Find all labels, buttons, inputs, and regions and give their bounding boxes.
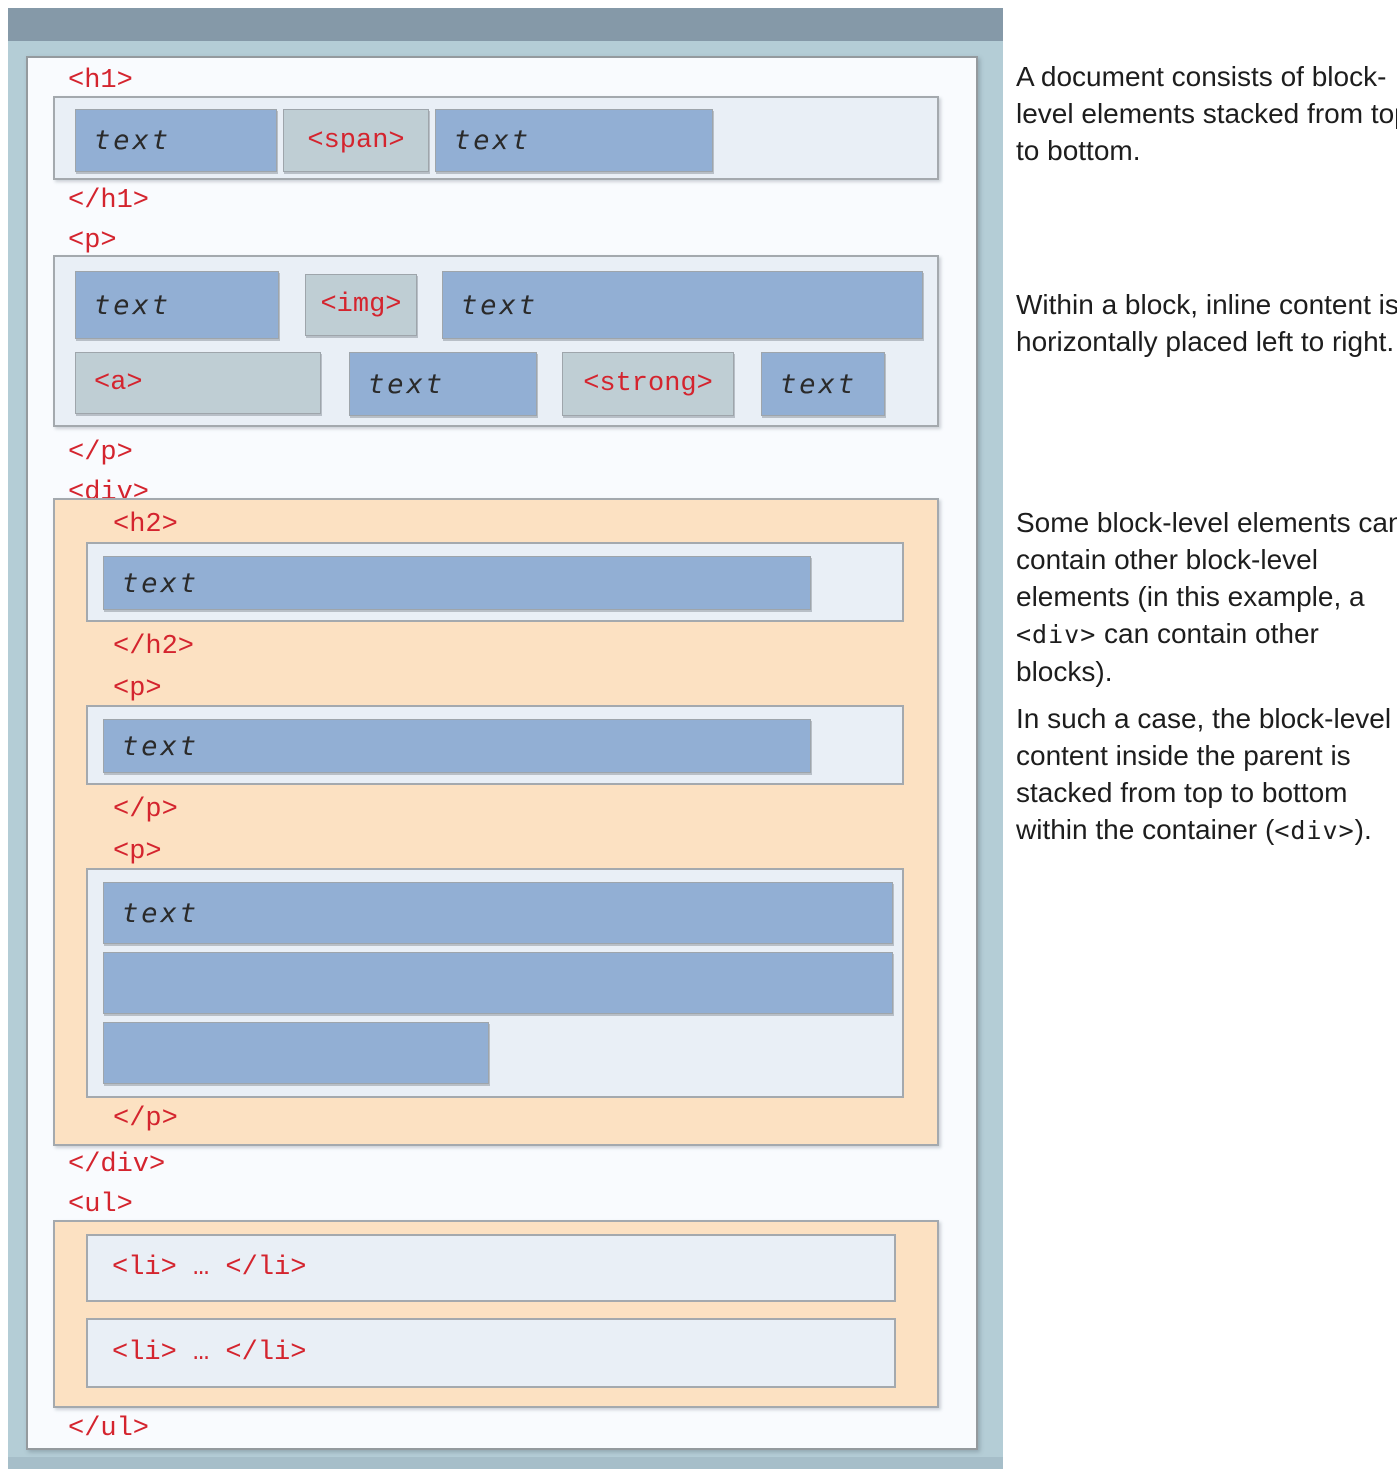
annotation-text: In such a case, the block-level content … (1016, 703, 1392, 845)
nested-p2-open-tag: <p> (113, 837, 162, 867)
text-label: text (122, 897, 200, 929)
text-label: text (368, 368, 446, 400)
h1-close-tag: </h1> (68, 186, 150, 216)
document-panel: <h1> text <span> text </h1> <p> text (26, 56, 978, 1450)
h1-block-box: text <span> text (53, 96, 939, 180)
h2-open-tag: <h2> (113, 510, 178, 540)
inline-text-bar: text (75, 109, 277, 172)
h2-close-tag: </h2> (113, 632, 195, 662)
text-label: text (122, 567, 200, 599)
text-label: text (780, 368, 858, 400)
h1-open-tag: <h1> (68, 66, 133, 96)
a-tag: <a> (94, 368, 143, 398)
ul-container-box: <li> … </li> <li> … </li> (53, 1220, 939, 1408)
inline-text-bar: text (435, 109, 713, 172)
nested-p-close-tag: </p> (113, 795, 178, 825)
inline-text-bar: text (75, 271, 279, 339)
p-block-box: text <img> text <a> text <strong> (53, 255, 939, 427)
text-line-bar (103, 1022, 489, 1084)
text-line-bar (103, 952, 893, 1014)
li-item-box: <li> … </li> (86, 1234, 896, 1302)
strong-inline-box: <strong> (562, 352, 734, 416)
text-label: text (461, 289, 539, 321)
img-tag: <img> (320, 290, 402, 320)
inline-text-bar: text (349, 352, 537, 416)
annotation-text: ). (1354, 814, 1372, 845)
window-title-bar (8, 8, 1003, 41)
annotation-inline-flow: Within a block, inline content is horizo… (1016, 286, 1397, 360)
window-bottom-strip (8, 1457, 1003, 1469)
p-open-tag: <p> (68, 226, 117, 256)
annotation-block-stacking: A document consists of block-level eleme… (1016, 58, 1397, 169)
h2-block-box: text (86, 542, 904, 622)
inline-text-bar: text (103, 556, 811, 610)
nested-p-open-tag: <p> (113, 674, 162, 704)
li-item-box: <li> … </li> (86, 1318, 896, 1388)
li-tag: <li> … </li> (112, 1253, 307, 1283)
li-tag: <li> … </li> (112, 1338, 307, 1368)
annotation-text: Some block-level elements can contain ot… (1016, 507, 1397, 612)
span-tag: <span> (307, 125, 405, 156)
img-inline-box: <img> (305, 274, 417, 336)
inline-text-bar: text (761, 352, 885, 416)
text-label: text (122, 730, 200, 762)
strong-tag: <strong> (583, 369, 713, 399)
a-inline-box: <a> (75, 352, 321, 414)
div-close-tag: </div> (68, 1150, 166, 1180)
div-container-box: <h2> text </h2> <p> text </p> <p> (53, 498, 939, 1146)
annotation-text: can contain other blocks). (1016, 618, 1319, 687)
p-close-tag: </p> (68, 438, 133, 468)
nested-p2-block-box: text (86, 868, 904, 1098)
annotation-nested-stacking: In such a case, the block-level content … (1016, 700, 1397, 849)
text-label: text (94, 125, 172, 156)
browser-screen-panel: <h1> text <span> text </h1> <p> text (8, 8, 1003, 1469)
nested-p2-close-tag: </p> (113, 1104, 178, 1134)
annotation-nested-blocks: Some block-level elements can contain ot… (1016, 504, 1397, 690)
inline-text-bar: text (103, 882, 893, 944)
nested-p-block-box: text (86, 705, 904, 785)
ul-open-tag: <ul> (68, 1190, 133, 1220)
text-label: text (454, 125, 532, 156)
annotation-text: Within a block, inline content is horizo… (1016, 289, 1397, 357)
inline-text-bar: text (103, 719, 811, 773)
inline-text-bar: text (442, 271, 923, 339)
span-inline-box: <span> (283, 109, 429, 172)
annotation-div-code: <div> (1274, 816, 1355, 845)
text-label: text (94, 289, 172, 321)
annotation-div-code: <div> (1016, 620, 1097, 649)
ul-close-tag: </ul> (68, 1414, 150, 1444)
annotation-text: A document consists of block-level eleme… (1016, 61, 1397, 166)
